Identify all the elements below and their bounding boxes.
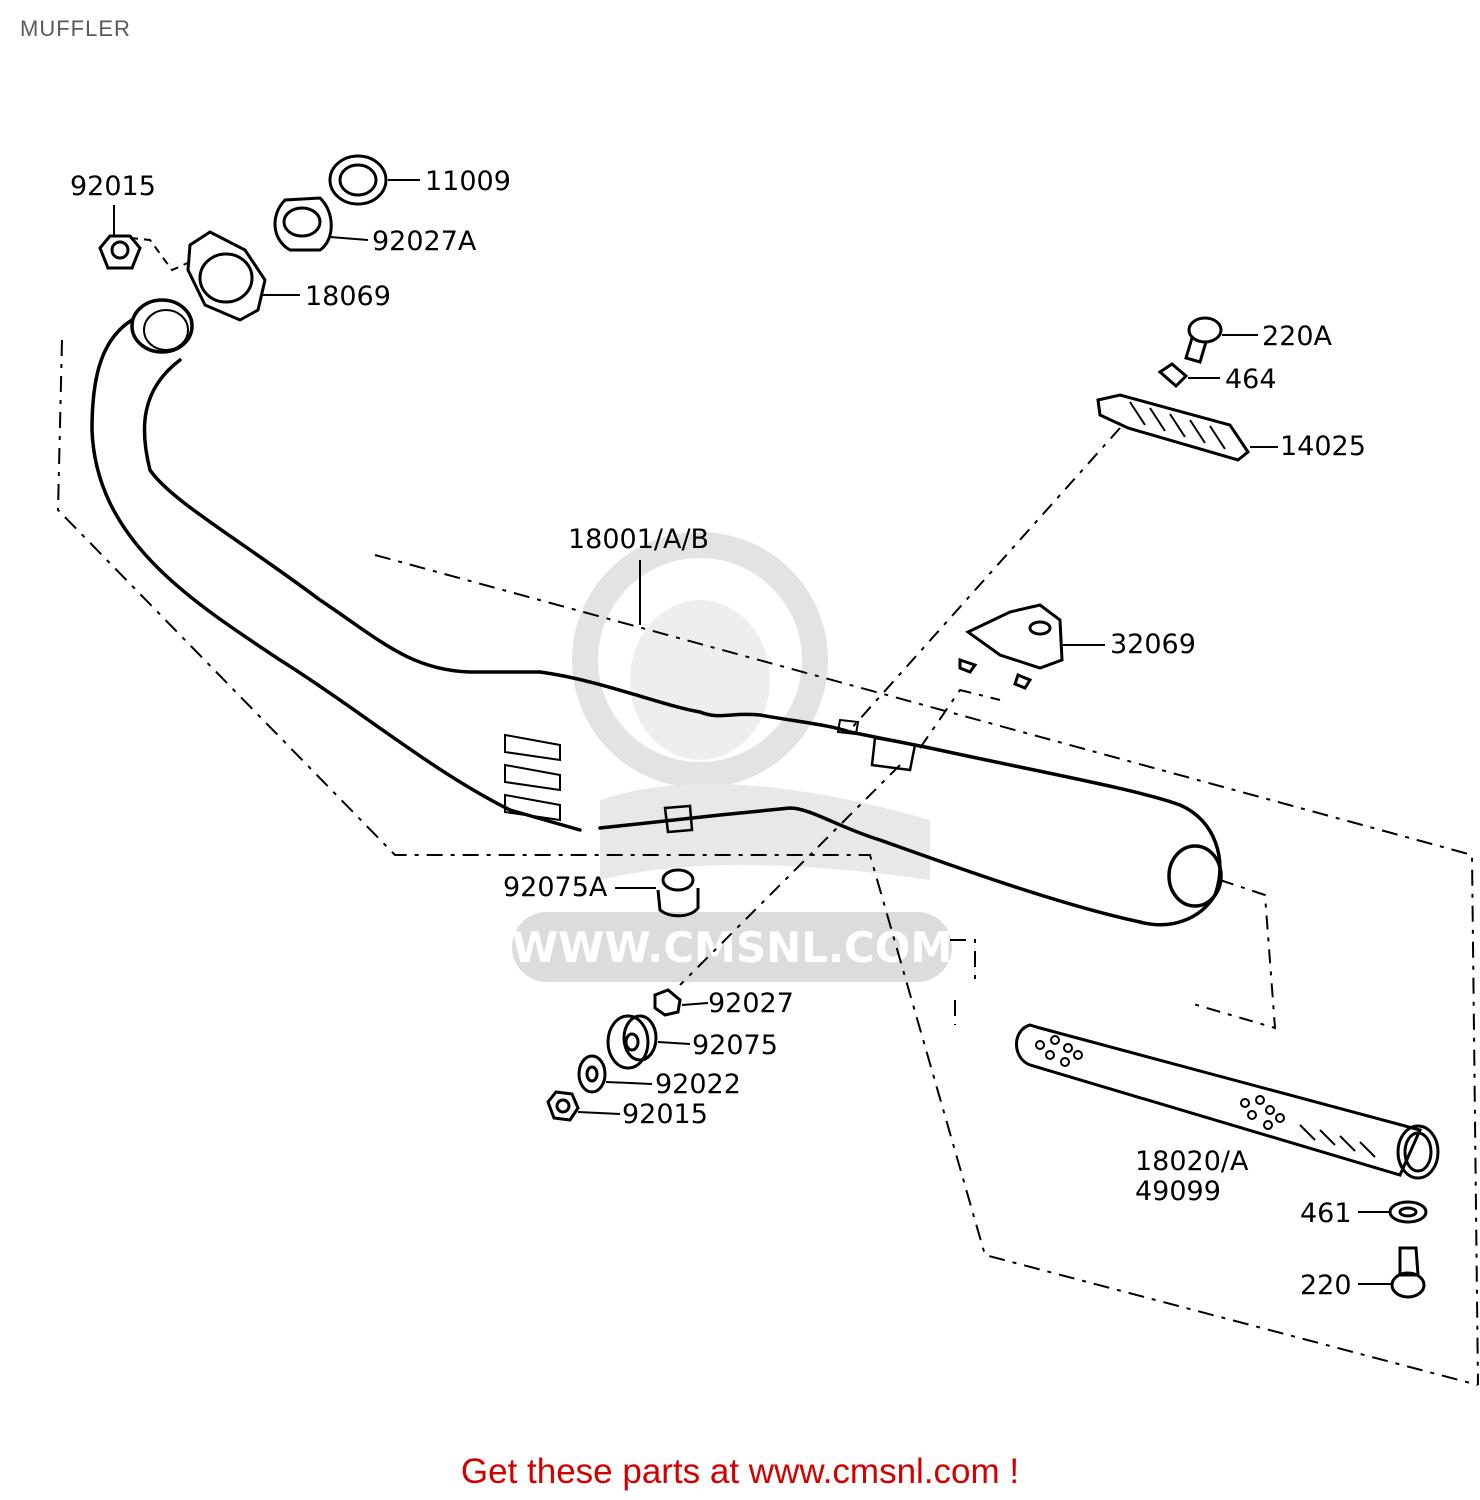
part-92015-top-nut [98, 234, 142, 270]
label-14025: 14025 [1280, 431, 1366, 462]
label-461: 461 [1300, 1198, 1352, 1229]
part-11009-ring [328, 154, 388, 206]
label-18020: 18020/A [1135, 1146, 1249, 1177]
label-18001: 18001/A/B [568, 524, 709, 555]
part-32069-bracket [958, 603, 1064, 690]
footer-link-text[interactable]: Get these parts at www.cmsnl.com ! [460, 1452, 1020, 1491]
label-32069: 32069 [1110, 629, 1196, 660]
watermark-logo: WWW.CMSNL.COM [512, 532, 953, 982]
part-14025-heat-shield [1096, 393, 1251, 462]
label-18069: 18069 [305, 281, 391, 312]
label-92015-top: 92015 [70, 171, 156, 202]
part-18069-flange [186, 230, 267, 322]
part-92075-grommet [606, 1014, 658, 1070]
label-220: 220 [1300, 1270, 1352, 1301]
part-92027-collar [653, 988, 682, 1017]
label-92075: 92075 [692, 1030, 778, 1061]
watermark-text: WWW.CMSNL.COM [512, 923, 953, 972]
part-220A-bolt [1184, 316, 1223, 364]
part-labels: 92015 11009 92027A 18069 220A 464 14025 … [70, 166, 1366, 1301]
label-11009: 11009 [425, 166, 511, 197]
part-92027A-collar [273, 196, 333, 252]
part-92075A-rubber [656, 868, 700, 918]
label-92022: 92022 [655, 1069, 741, 1100]
part-92022-washer [577, 1054, 607, 1094]
part-18020-insert [1015, 1023, 1440, 1180]
label-92027: 92027 [708, 988, 794, 1019]
label-464: 464 [1225, 364, 1277, 395]
part-92015-bottom-nut [546, 1090, 580, 1122]
muffler-body [504, 670, 1223, 927]
assembly-outlines [56, 339, 1479, 1386]
label-92015-bottom: 92015 [622, 1099, 708, 1130]
part-464-washer [1157, 362, 1189, 389]
label-92075A: 92075A [503, 872, 608, 903]
label-92027A: 92027A [372, 226, 477, 257]
label-49099: 49099 [1135, 1176, 1221, 1207]
page-title: MUFFLER [20, 16, 131, 41]
part-220-bolt [1390, 1246, 1426, 1299]
leader-lines [113, 179, 1392, 1285]
label-220A: 220A [1262, 321, 1333, 352]
part-461-washer [1388, 1200, 1428, 1224]
exhaust-pipe [90, 298, 582, 832]
